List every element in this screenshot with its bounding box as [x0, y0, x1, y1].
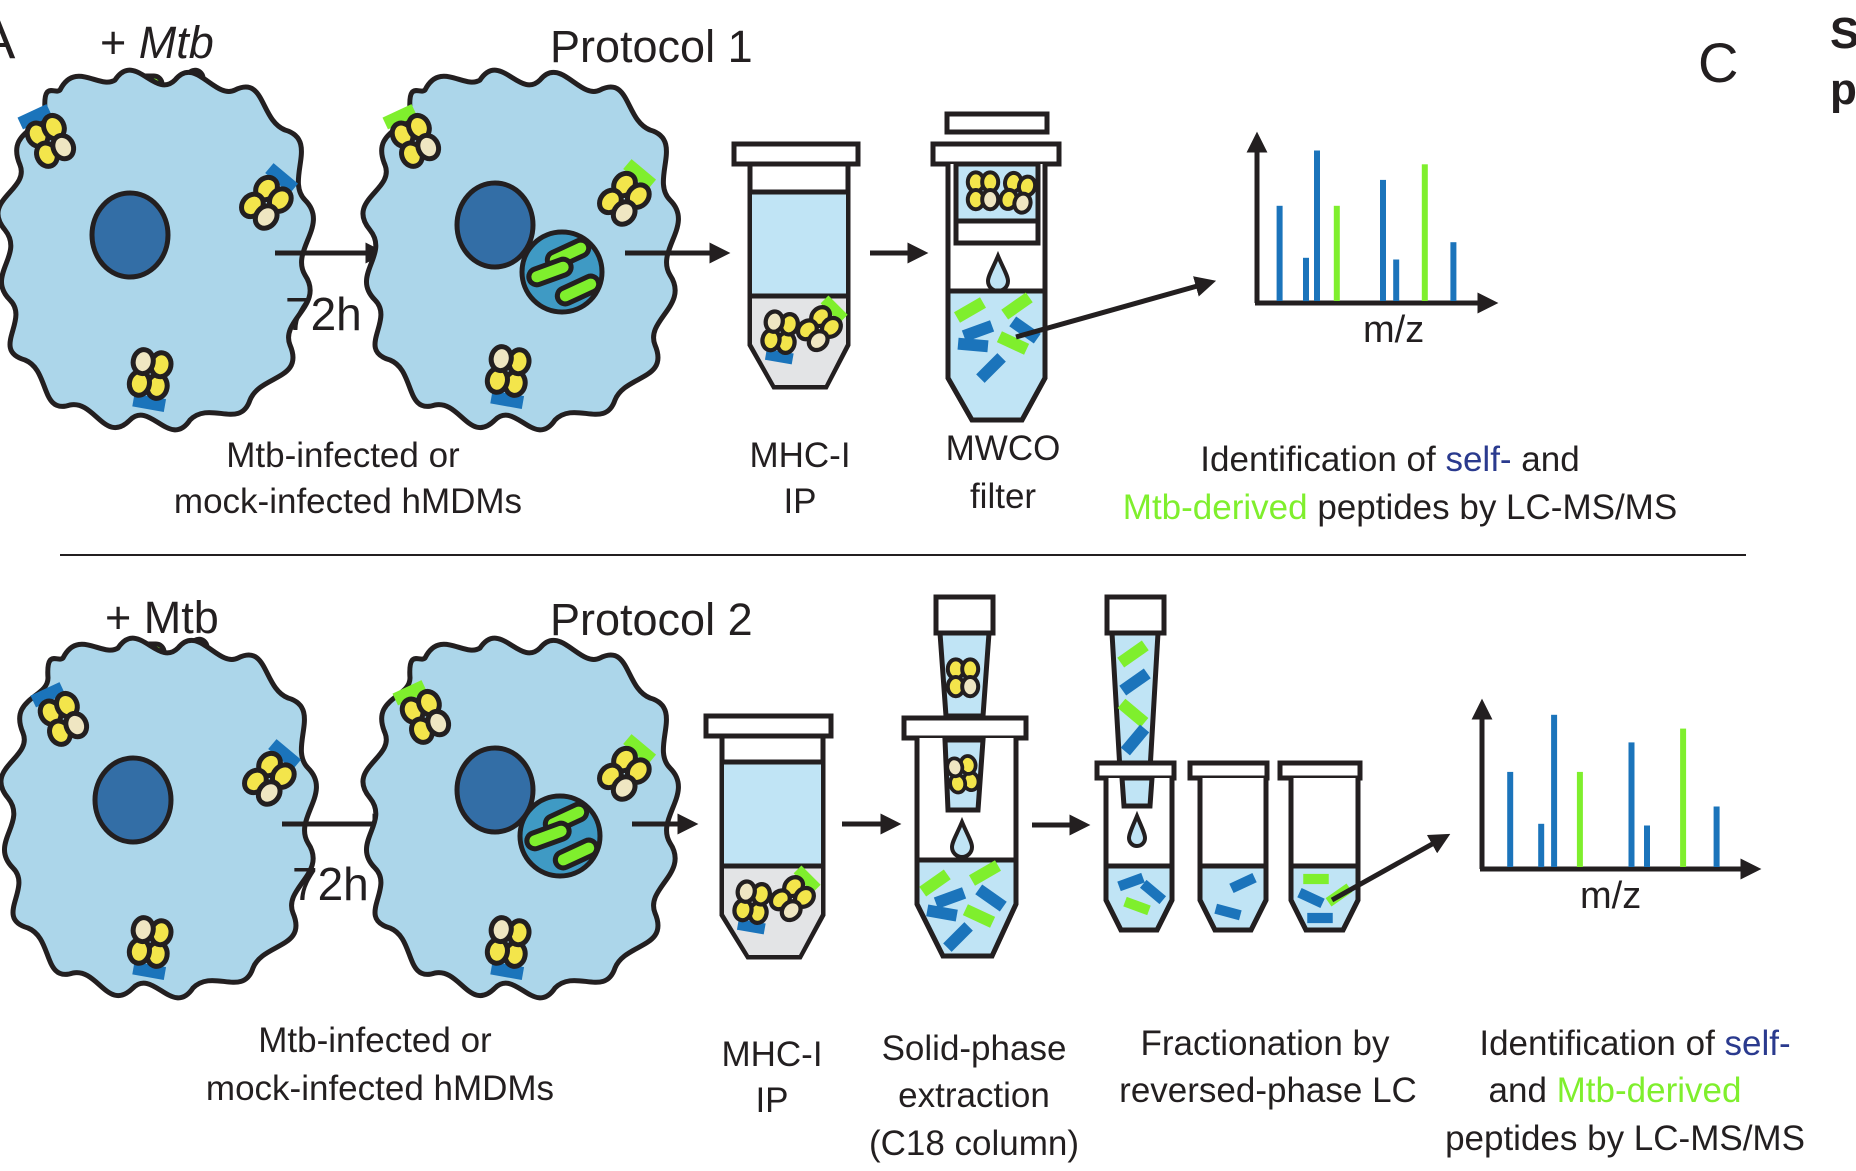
ms-peak-mtb-7	[1680, 728, 1687, 867]
ms-label-prefix: Identification of	[1479, 1024, 1724, 1063]
ms-label-line1: Identification of self-	[1479, 1024, 1790, 1063]
ms-peak-self-8	[1713, 806, 1720, 867]
cells-label-line2: mock-infected hMDMs	[174, 482, 522, 521]
ms-peak-self-8	[1450, 242, 1457, 301]
ms-spectrum-chart-2: m/z	[1471, 698, 1762, 917]
plus-sign: +	[105, 592, 144, 643]
panel-label-a: A	[0, 7, 16, 70]
ms-label-line1: Identification of self- and	[1200, 440, 1579, 479]
ms-peak-mtb-4	[1576, 771, 1583, 867]
self-peptide-term: self-	[1445, 440, 1511, 479]
ip-label-line1: MHC-I	[721, 1035, 822, 1074]
filter-label-line2: filter	[970, 477, 1036, 516]
mtb-organism-name: Mtb	[144, 592, 219, 643]
to-ms-arrow-icon	[1015, 276, 1217, 340]
ms-peak-self-1	[1276, 205, 1283, 301]
mwco-filter-icon	[930, 111, 1062, 423]
ms-peak-self-3	[1314, 150, 1320, 301]
cells-label-line1: Mtb-infected or	[258, 1021, 492, 1060]
fractionation-label-line2: reversed-phase LC	[1119, 1071, 1417, 1110]
ip-label-line2: IP	[755, 1081, 788, 1120]
plus-sign: +	[100, 17, 139, 68]
ms-peak-mtb-7	[1421, 164, 1428, 301]
ms-peak-self-6	[1393, 259, 1400, 301]
x-axis-label: m/z	[1580, 875, 1641, 917]
nucleus-icon	[454, 180, 536, 270]
macrophage-infected-icon	[363, 638, 679, 998]
mtb-peptide-term: Mtb-derived	[1123, 488, 1308, 527]
ms-label-prefix: and	[1489, 1071, 1557, 1110]
ip-tube-icon	[703, 713, 834, 960]
mtb-organism-name: Mtb	[139, 17, 214, 68]
macrophage-uninfected-icon	[1, 638, 317, 998]
nucleus-icon	[454, 745, 536, 835]
ms-label-prefix: Identification of	[1200, 440, 1445, 479]
spe-column-icon	[901, 594, 1029, 959]
nucleus-icon	[92, 755, 174, 845]
macrophage-uninfected-icon	[0, 70, 313, 430]
ms-peak-self-2	[1538, 823, 1545, 868]
ms-peak-self-6	[1644, 825, 1650, 867]
cells-label-line1: Mtb-infected or	[226, 436, 460, 475]
filter-label-line1: MWCO	[946, 429, 1061, 468]
protocol-2-title: Protocol 2	[550, 594, 753, 645]
ms-label-method: peptides by LC-MS/MS	[1308, 488, 1678, 527]
ms-peak-mtb-4	[1333, 205, 1340, 301]
droplet-icon	[1126, 810, 1148, 848]
fractionation-label-line1: Fractionation by	[1140, 1024, 1390, 1063]
ip-label-line2: IP	[783, 482, 816, 521]
protocol-1-title: Protocol 1	[550, 21, 753, 72]
protocol-1-duration: 72h	[285, 288, 362, 340]
panel-label-c: C	[1698, 31, 1738, 94]
ms-label-line3: peptides by LC-MS/MS	[1445, 1119, 1805, 1158]
self-peptide-term: self-	[1725, 1024, 1791, 1063]
ms-peak-self-5	[1628, 742, 1635, 867]
droplet-icon	[949, 816, 975, 859]
fractionation-icon	[1094, 594, 1363, 933]
ms-label-suffix: and	[1512, 440, 1580, 479]
ms-peak-self-3	[1551, 714, 1558, 867]
ms-peak-self-2	[1303, 257, 1309, 302]
ms-peak-self-1	[1507, 771, 1514, 867]
spe-label-line2: extraction	[898, 1076, 1050, 1115]
ms-label-line2: and Mtb-derived	[1489, 1071, 1742, 1110]
protocol-2-duration: 72h	[292, 858, 369, 910]
protocol-2-mtb-label: + Mtb	[105, 592, 219, 643]
macrophage-infected-icon	[363, 70, 679, 430]
to-ms-arrow-icon	[1330, 833, 1451, 903]
cells-label-line2: mock-infected hMDMs	[206, 1069, 554, 1108]
spe-label-line3: (C18 column)	[869, 1124, 1079, 1163]
nucleus-icon	[89, 190, 171, 280]
mtb-peptide-term: Mtb-derived	[1557, 1071, 1742, 1110]
spe-label-line1: Solid-phase	[882, 1029, 1067, 1068]
x-axis-label: m/z	[1363, 309, 1424, 351]
ip-tube-icon	[731, 141, 861, 390]
ms-label-line2: Mtb-derived peptides by LC-MS/MS	[1123, 488, 1677, 527]
ms-peak-self-5	[1380, 179, 1386, 301]
ip-label-line1: MHC-I	[749, 436, 850, 475]
ms-spectrum-chart-1: m/z	[1246, 131, 1499, 351]
protocol-1: Protocol 1 + Mtb 72h	[0, 17, 1677, 527]
protocol-1-mtb-label: + Mtb	[100, 17, 214, 68]
panel-c-heading-line1: S	[1830, 9, 1856, 58]
panel-c-heading-line2: p	[1830, 65, 1856, 114]
protocol-2: Protocol 2 + Mtb 72h	[1, 592, 1805, 1163]
